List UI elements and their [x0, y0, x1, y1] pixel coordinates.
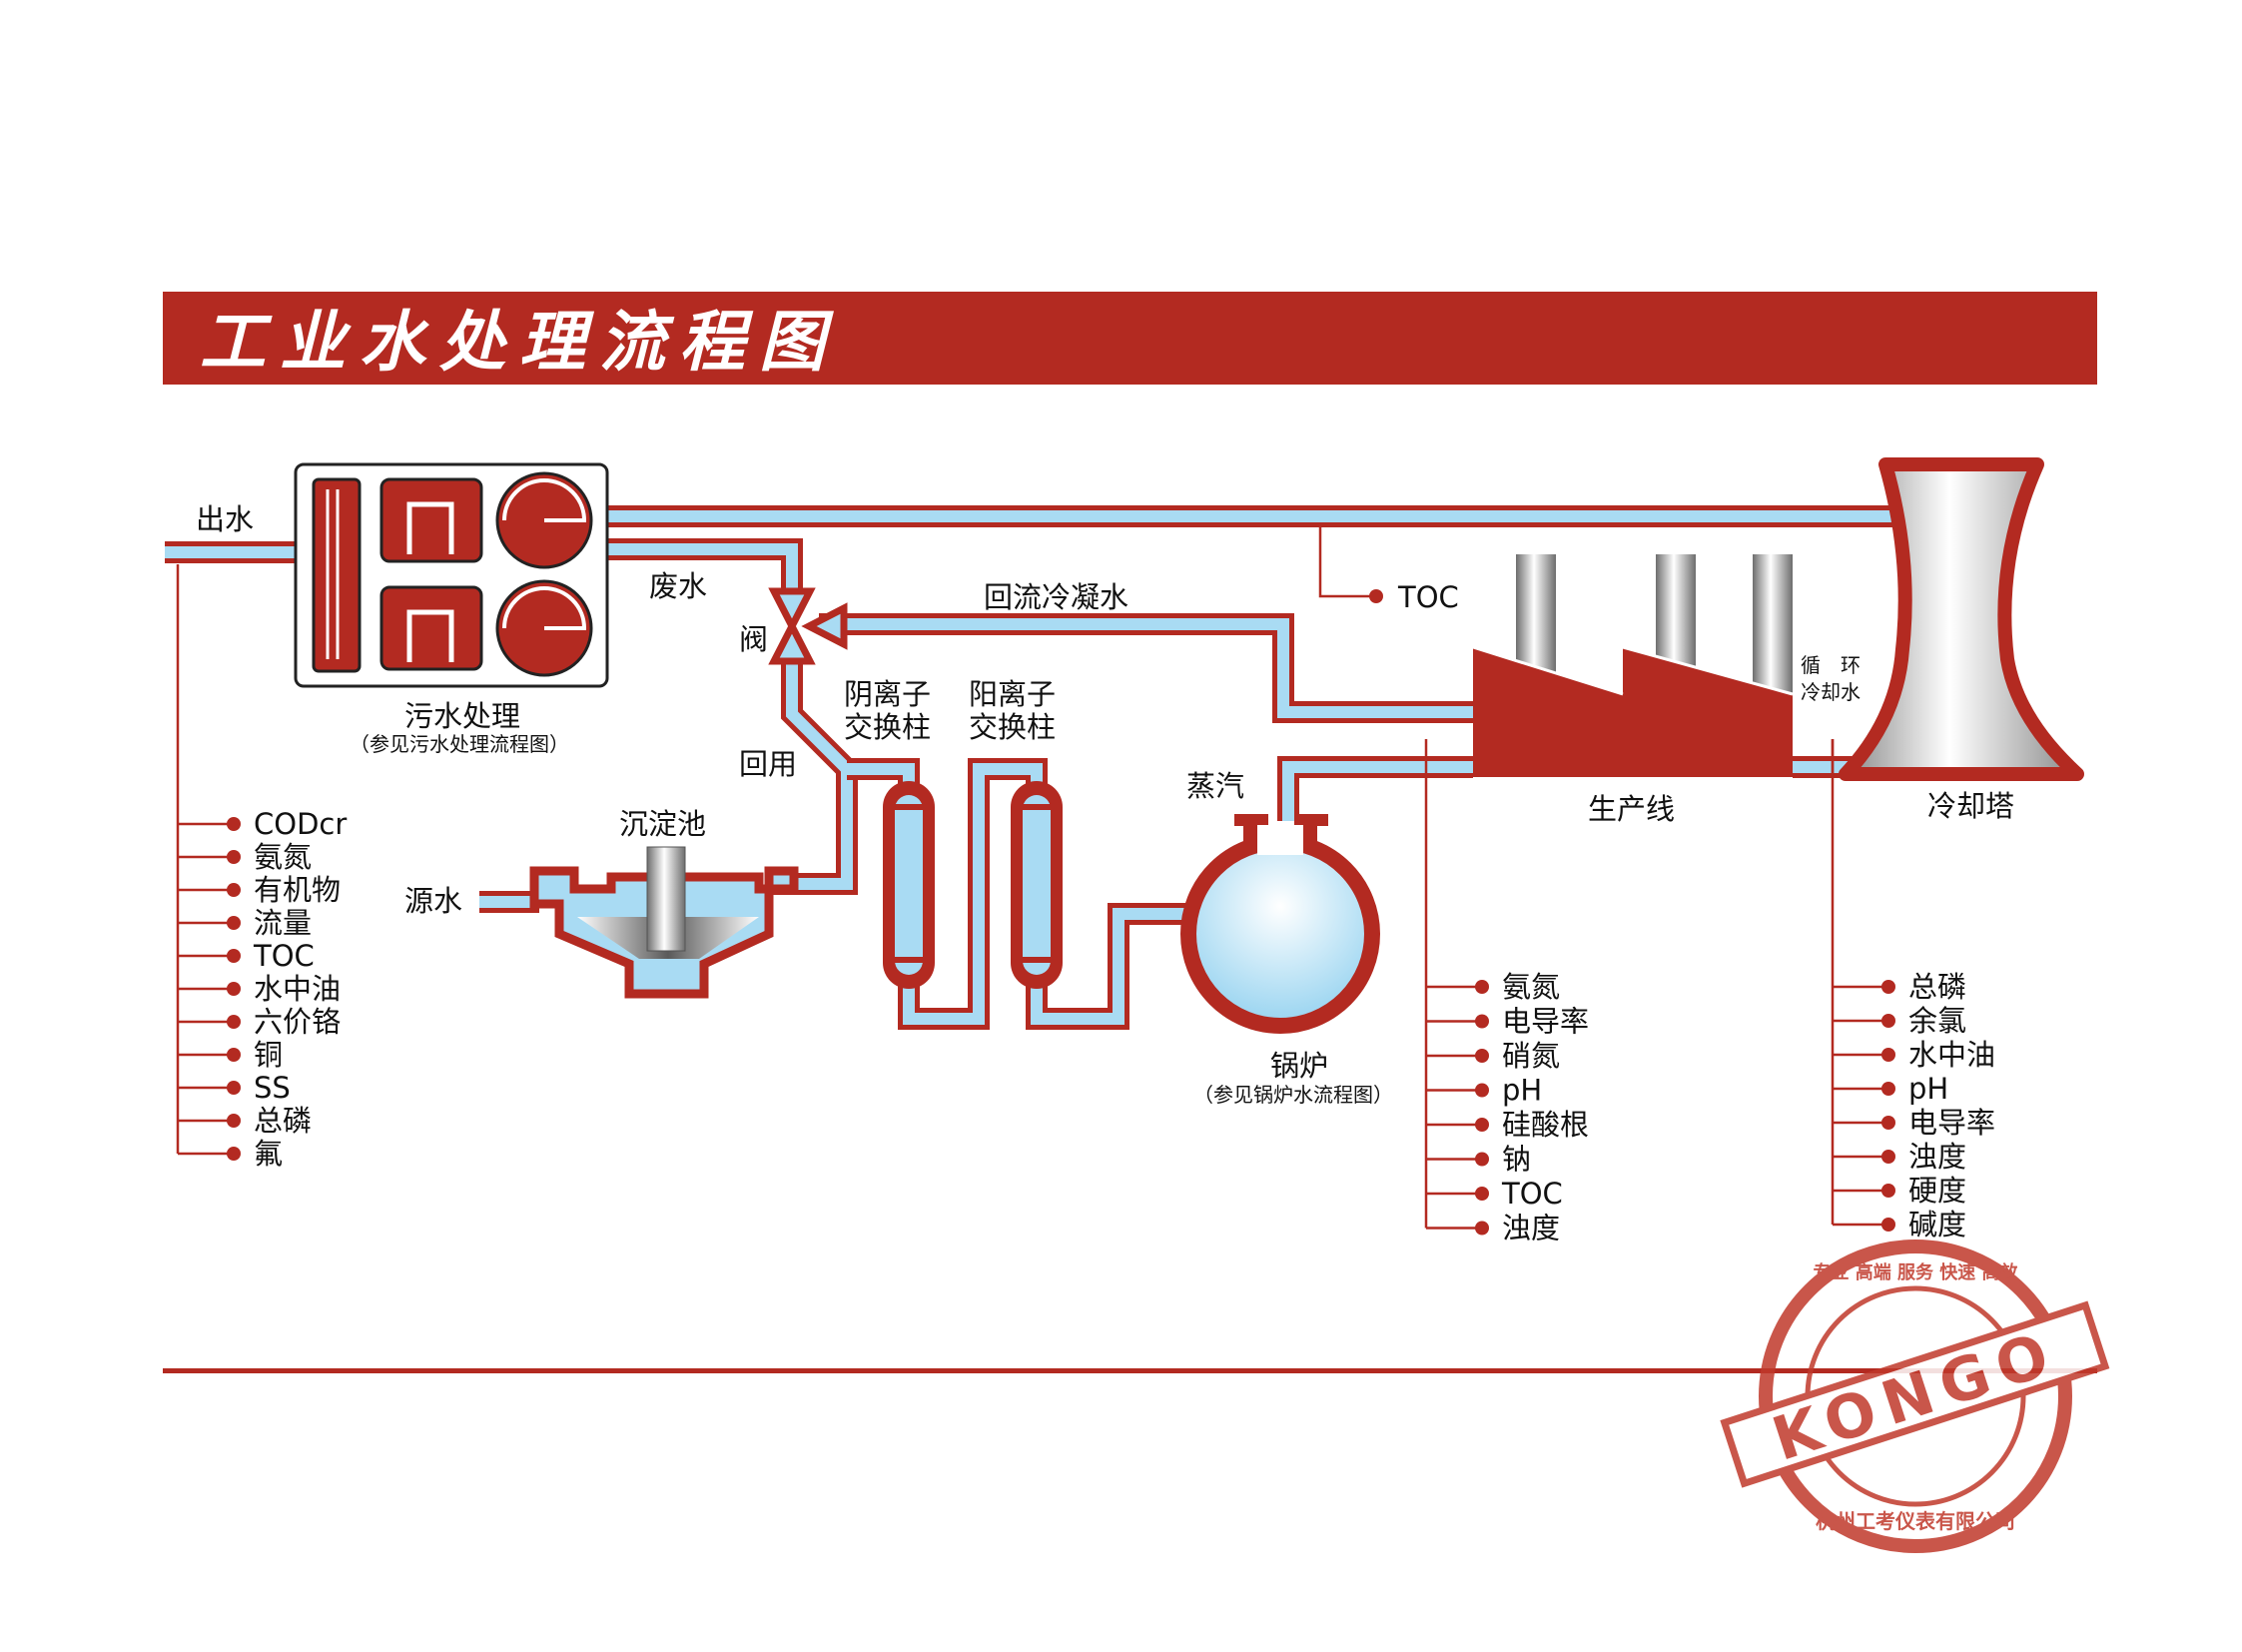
sewage-list-item: TOC: [253, 939, 315, 973]
cation-exchange-column: [1011, 781, 1063, 989]
reflux-condensate-label: 回流冷凝水: [984, 580, 1128, 614]
production-list-bullet: [1475, 1118, 1489, 1132]
production-list-item: 浊度: [1502, 1212, 1560, 1245]
sedimentation-tank-label: 沉淀池: [619, 807, 706, 841]
boiler-label: 锅炉: [1270, 1049, 1328, 1083]
sewage-list-bullet: [227, 1048, 241, 1062]
toc-tap-label: TOC: [1397, 580, 1459, 614]
sewage-list-item: SS: [254, 1071, 291, 1105]
sewage-list-bullet: [227, 1015, 241, 1029]
circulating-label-2: 冷却水: [1801, 680, 1861, 704]
cooling-tower: [1839, 457, 2084, 781]
cooling-list-item: 浊度: [1908, 1140, 1966, 1174]
sewage-list-bullet: [227, 883, 241, 897]
company-stamp: KONGO 专业 高端 服务 快速 高效 杭州工考仪表有限公司: [1720, 1239, 2110, 1553]
sewage-list-item: 流量: [254, 906, 312, 940]
sewage-treatment-label: 污水处理: [404, 699, 520, 733]
sewage-list-item: 总磷: [254, 1104, 312, 1138]
stamp-company: 杭州工考仪表有限公司: [1816, 1509, 2015, 1533]
sewage-note: （参见污水处理流程图）: [350, 732, 569, 756]
cation-column-label-1: 阳离子: [969, 677, 1056, 711]
cooling-list-item: 总磷: [1908, 970, 1966, 1004]
production-list-bullet: [1475, 980, 1489, 994]
anion-column-label-1: 阴离子: [844, 677, 931, 711]
cooling-list-item: 余氯: [1908, 1004, 1966, 1038]
outflow-label: 出水: [196, 502, 254, 536]
cooling-list-item: 硬度: [1908, 1174, 1966, 1208]
sewage-list-item: CODcr: [254, 807, 347, 841]
production-list-bullet: [1475, 1221, 1489, 1236]
sewage-list-bullet: [227, 949, 241, 963]
sewage-treatment-unit: [294, 462, 609, 688]
cooling-list-item: pH: [1908, 1072, 1948, 1106]
anion-exchange-column: [883, 781, 935, 989]
cooling-list-bullet: [1881, 1184, 1895, 1198]
cooling-list-item: 电导率: [1908, 1106, 1995, 1140]
sewage-list-item: 水中油: [254, 972, 341, 1006]
boiler: [1180, 814, 1380, 1034]
sewage-list-bullet: [227, 850, 241, 864]
cooling-list-bullet: [1881, 1048, 1895, 1062]
sewage-list-item: 六价铬: [254, 1005, 341, 1039]
sewage-list-bullet: [227, 1114, 241, 1128]
cooling-list-bullet: [1881, 1116, 1895, 1130]
three-way-valve: [768, 587, 848, 665]
cooling-list-item: 水中油: [1908, 1038, 1995, 1072]
cooling-list-bullet: [1881, 1218, 1895, 1232]
cooling-list-item: 碱度: [1908, 1208, 1966, 1241]
cooling-list-bullet: [1881, 1014, 1895, 1028]
stamp-slogan: 专业 高端 服务 快速 高效: [1813, 1261, 2018, 1283]
production-list-item: TOC: [1501, 1177, 1563, 1211]
boiler-note: （参见锅炉水流程图）: [1193, 1083, 1393, 1107]
production-list-bullet: [1475, 1049, 1489, 1063]
cation-column-label-2: 交换柱: [969, 710, 1056, 744]
reuse-label: 回用: [739, 747, 797, 781]
sedimentation-tank: [529, 846, 799, 999]
sewage-list-item: 氨氮: [254, 840, 312, 874]
cooling-tower-label: 冷却塔: [1927, 789, 2014, 823]
sewage-list-item: 氟: [254, 1137, 283, 1171]
sewage-list-item: 有机物: [254, 873, 341, 907]
production-list-bullet: [1475, 1152, 1489, 1167]
production-list-bullet: [1475, 1187, 1489, 1201]
flow-labels: 出水 废水 阀 回流冷凝水 回用 阴离子 交换柱 阳离子 交换柱 蒸汽 源水 沉…: [196, 502, 2014, 1107]
bottom-divider: [163, 1368, 2097, 1373]
production-list-item: 电导率: [1502, 1005, 1589, 1039]
toc-tap: TOC: [1318, 527, 1459, 614]
production-list-item: 氨氮: [1502, 970, 1560, 1004]
sewage-list-bullet: [227, 1147, 241, 1161]
production-list-item: 硅酸根: [1502, 1108, 1589, 1142]
sewage-list-bullet: [227, 916, 241, 930]
circulating-label-1: 循 环: [1801, 653, 1861, 677]
cooling-list-bullet: [1881, 1150, 1895, 1164]
valve-label: 阀: [739, 622, 768, 656]
source-water-label: 源水: [404, 884, 462, 918]
page-title: 工业水处理流程图: [200, 304, 839, 381]
title-banner: 工业水处理流程图: [163, 292, 2097, 385]
production-list-item: 硝氮: [1502, 1039, 1560, 1073]
production-list-item: 钠: [1502, 1143, 1531, 1177]
steam-label: 蒸汽: [1186, 769, 1244, 803]
production-list-item: pH: [1502, 1074, 1542, 1108]
anion-column-label-2: 交换柱: [844, 710, 931, 744]
production-list-bullet: [1475, 1014, 1489, 1029]
stamp-brand: KONGO: [1765, 1317, 2066, 1475]
production-list-bullet: [1475, 1083, 1489, 1098]
production-line: [1472, 554, 1794, 777]
wastewater-label: 废水: [649, 569, 707, 603]
sewage-list-bullet: [227, 1081, 241, 1095]
cooling-list-bullet: [1881, 1082, 1895, 1096]
sewage-list-bullet: [227, 817, 241, 831]
sewage-list-item: 铜: [254, 1038, 283, 1072]
cooling-list-bullet: [1881, 980, 1895, 994]
sewage-list-bullet: [227, 982, 241, 996]
production-line-label: 生产线: [1588, 792, 1675, 826]
